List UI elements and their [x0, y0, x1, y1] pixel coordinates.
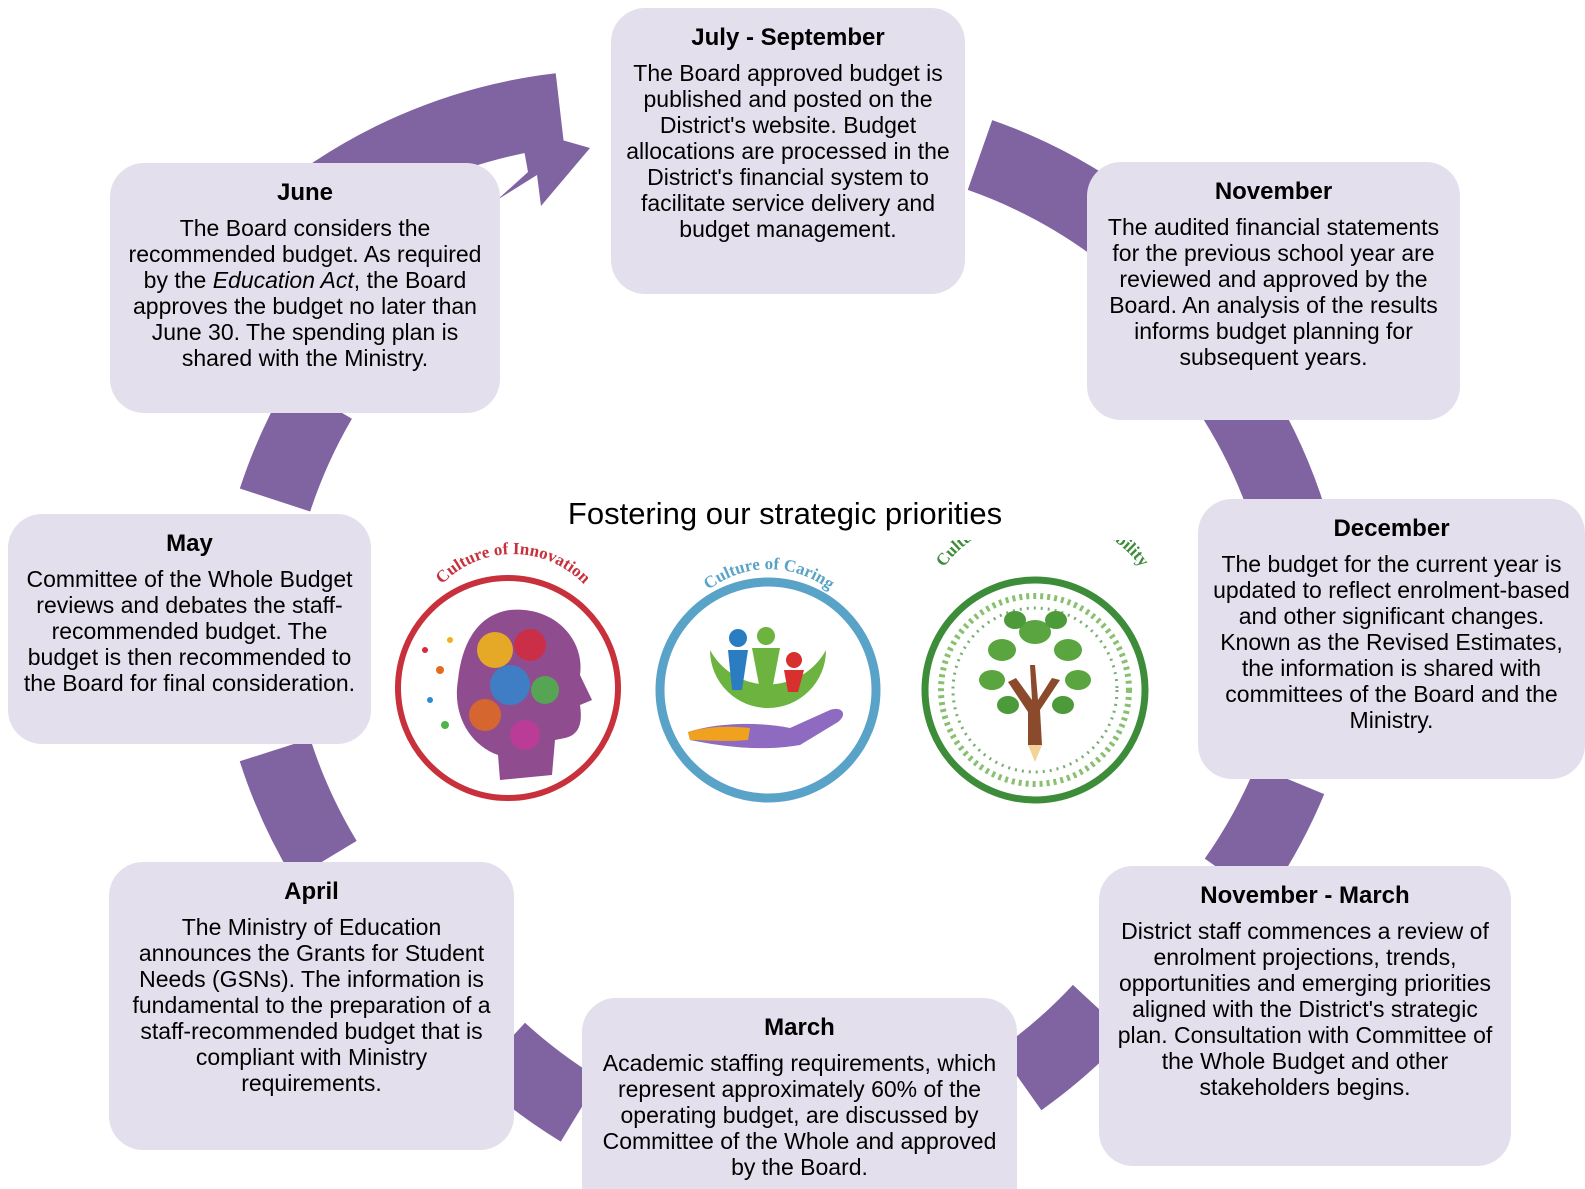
ring-arc-may-june — [239, 381, 353, 513]
stage-text: The audited financial statements for the… — [1107, 214, 1440, 370]
stage-text: The budget for the current year is updat… — [1213, 551, 1570, 733]
tree-pencil-icon — [979, 611, 1091, 762]
people-in-hand-icon — [688, 627, 844, 749]
stage-april: April The Ministry of Education announce… — [109, 862, 514, 1150]
stage-november: November The audited financial statement… — [1087, 162, 1460, 420]
stage-title: March — [764, 1014, 835, 1041]
logo-ring — [655, 577, 881, 803]
stage-text: The Ministry of Education announces the … — [132, 914, 491, 1096]
stage-july-september: July - September The Board approved budg… — [611, 8, 965, 294]
stage-text-part: , the Board approves the budget no later… — [133, 267, 477, 371]
logo-label: Culture of Social Responsibility — [932, 540, 1154, 570]
stage-june: June The Board considers the recommended… — [110, 163, 500, 413]
stage-may: May Committee of the Whole Budget review… — [8, 514, 371, 744]
stage-march: March Academic staffing requirements, wh… — [582, 998, 1017, 1189]
education-act-title: Education Act — [212, 267, 354, 293]
strategic-priority-logos: Culture of Innovation Culture of Caring — [395, 540, 1154, 804]
stage-title: July - September — [691, 24, 885, 51]
stage-text: Academic staffing requirements, which re… — [602, 1050, 997, 1180]
ring-arc-novmar-march — [998, 984, 1128, 1111]
ring-arc-april-may — [239, 738, 357, 880]
stage-title: May — [166, 530, 213, 557]
logo-ring — [395, 575, 621, 801]
stage-text: The Board considers the recommended budg… — [124, 215, 486, 371]
stage-text: Committee of the Whole Budget reviews an… — [23, 566, 356, 696]
logo-ring — [921, 576, 1149, 804]
stage-text-part: The Board considers the recommended budg… — [128, 215, 482, 293]
stage-text: District staff commences a review of enr… — [1117, 918, 1493, 1100]
stage-november-march: November - March District staff commence… — [1099, 866, 1511, 1166]
culture-of-social-responsibility-logo: Culture of Social Responsibility — [921, 540, 1154, 804]
culture-of-innovation-logo: Culture of Innovation — [395, 540, 621, 801]
stage-title: December — [1333, 515, 1450, 542]
stage-title: April — [284, 878, 339, 905]
ring-arrowhead-icon — [497, 128, 590, 206]
stage-title: November — [1214, 178, 1333, 205]
culture-of-caring-logo: Culture of Caring — [655, 554, 881, 803]
stage-december: December The budget for the current year… — [1198, 499, 1585, 779]
logo-label: Culture of Caring — [700, 554, 839, 593]
stage-title: June — [276, 179, 333, 206]
center-title: Fostering our strategic priorities — [567, 496, 1003, 531]
stage-text: The Board approved budget is published a… — [626, 60, 950, 242]
head-silhouette-icon — [422, 609, 592, 780]
stage-title: November - March — [1200, 882, 1410, 909]
ring-arc-december-novmar — [1204, 765, 1325, 902]
